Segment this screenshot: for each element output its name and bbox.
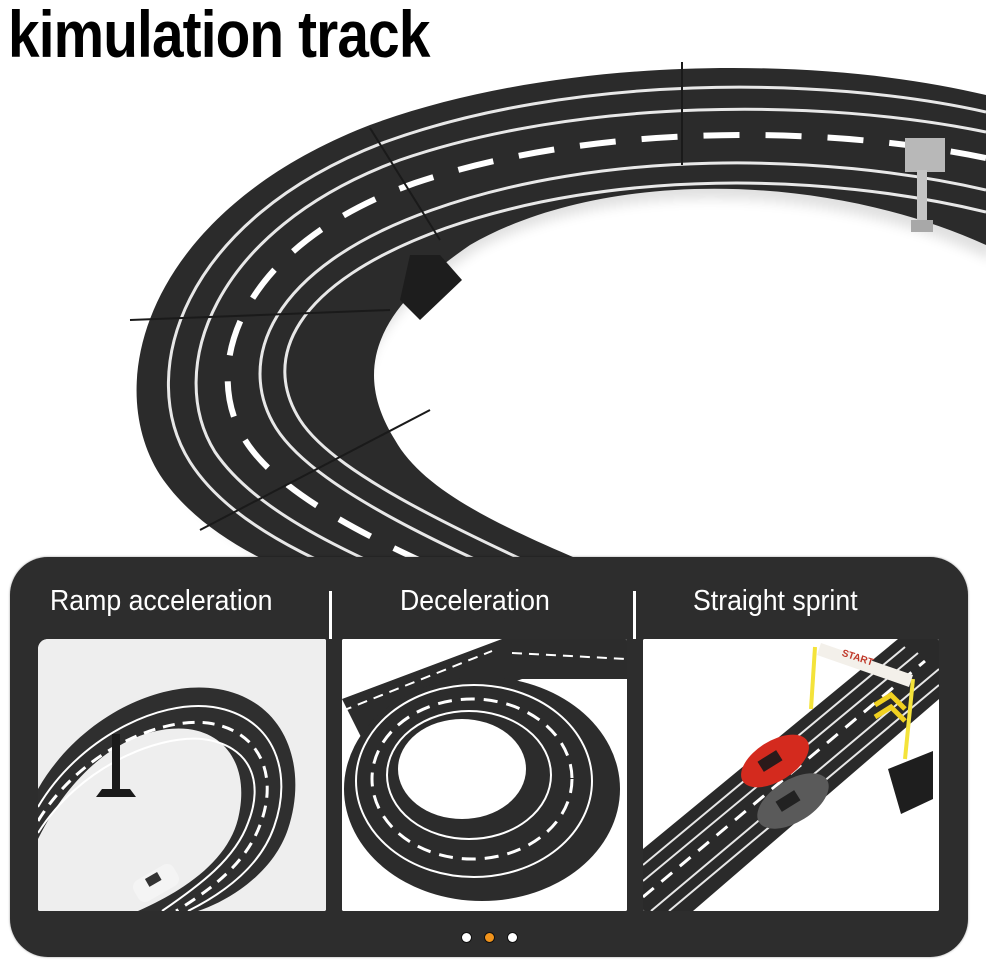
thumbnail-straight-sprint[interactable]: START [643,639,939,911]
carousel-dots [10,929,968,943]
feature-label-ramp: Ramp acceleration [50,585,273,617]
feature-panel: Ramp acceleration Deceleration Straight … [10,557,968,957]
label-divider [633,591,636,639]
feature-label-deceleration: Deceleration [400,585,550,617]
carousel-dot-1[interactable] [461,933,471,942]
carousel-dot-3[interactable] [507,933,517,942]
feature-label-sprint: Straight sprint [693,585,858,617]
thumbnail-deceleration[interactable] [342,639,627,911]
thumbnail-ramp-acceleration[interactable] [38,639,326,911]
page-title: kimulation track [8,0,430,71]
feature-labels: Ramp acceleration Deceleration Straight … [10,571,968,639]
label-divider [329,591,332,639]
carousel-dot-2-active[interactable] [484,933,494,942]
track-sign-icon [905,138,945,232]
grey-car-icon [757,773,829,829]
white-car-icon [133,864,179,902]
red-car-icon [741,734,809,788]
